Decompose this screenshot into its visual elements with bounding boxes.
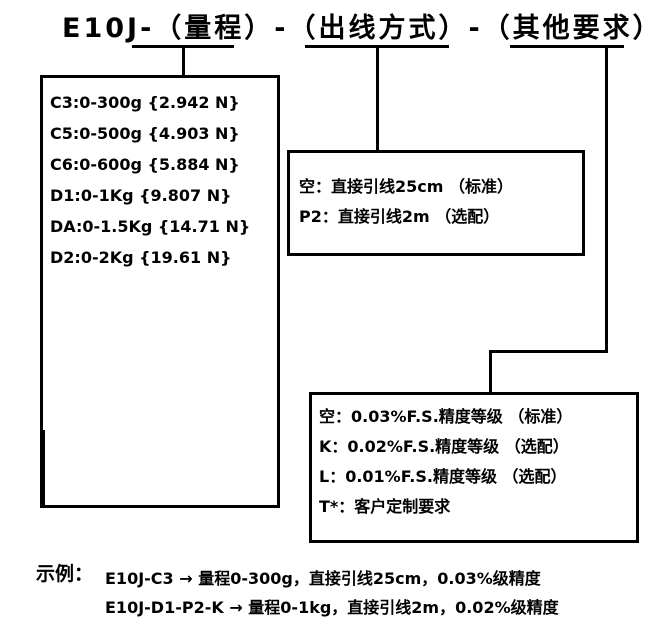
wire-item: 空：直接引线25cm （标准） [299, 177, 513, 196]
model-code-title: E10J-（量程）-（出线方式）-（其他要求） [62, 13, 663, 44]
other-connector-horizontal [489, 350, 608, 353]
accuracy-item: 空：0.03%F.S.精度等级 （标准） [319, 407, 573, 426]
accuracy-list: 空：0.03%F.S.精度等级 （标准） K：0.02%F.S.精度等级 （选配… [319, 402, 572, 522]
wire-connector [376, 45, 379, 152]
range-item: C5:0-500g {4.903 N} [50, 124, 240, 143]
other-underline [510, 45, 624, 48]
wire-box [287, 150, 585, 256]
example-label: 示例： [36, 563, 94, 585]
wire-list: 空：直接引线25cm （标准） P2：直接引线2m （选配） [299, 172, 513, 232]
range-list: C3:0-300g {2.942 N} C5:0-500g {4.903 N} … [50, 87, 250, 273]
other-connector-vertical [605, 45, 608, 353]
accuracy-item: K：0.02%F.S.精度等级 （选配） [319, 437, 569, 456]
range-connector [182, 45, 185, 77]
accuracy-box [309, 392, 639, 543]
range-item: C6:0-600g {5.884 N} [50, 155, 240, 174]
range-box [40, 75, 280, 508]
other-connector-drop [489, 350, 492, 394]
range-item: C3:0-300g {2.942 N} [50, 93, 240, 112]
wire-item: P2：直接引线2m （选配） [299, 207, 500, 226]
range-item: D2:0-2Kg {19.61 N} [50, 248, 232, 267]
range-item: DA:0-1.5Kg {14.71 N} [50, 217, 251, 236]
example-line-2: E10J-D1-P2-K → 量程0-1kg，直接引线2m，0.02%级精度 [105, 598, 559, 617]
example-line-1: E10J-C3 → 量程0-300g，直接引线25cm，0.03%级精度 [105, 569, 541, 588]
accuracy-item: T*：客户定制要求 [319, 497, 451, 516]
accuracy-item: L：0.01%F.S.精度等级 （选配） [319, 467, 567, 486]
range-item: D1:0-1Kg {9.807 N} [50, 186, 232, 205]
range-box-left-thick [40, 430, 45, 508]
